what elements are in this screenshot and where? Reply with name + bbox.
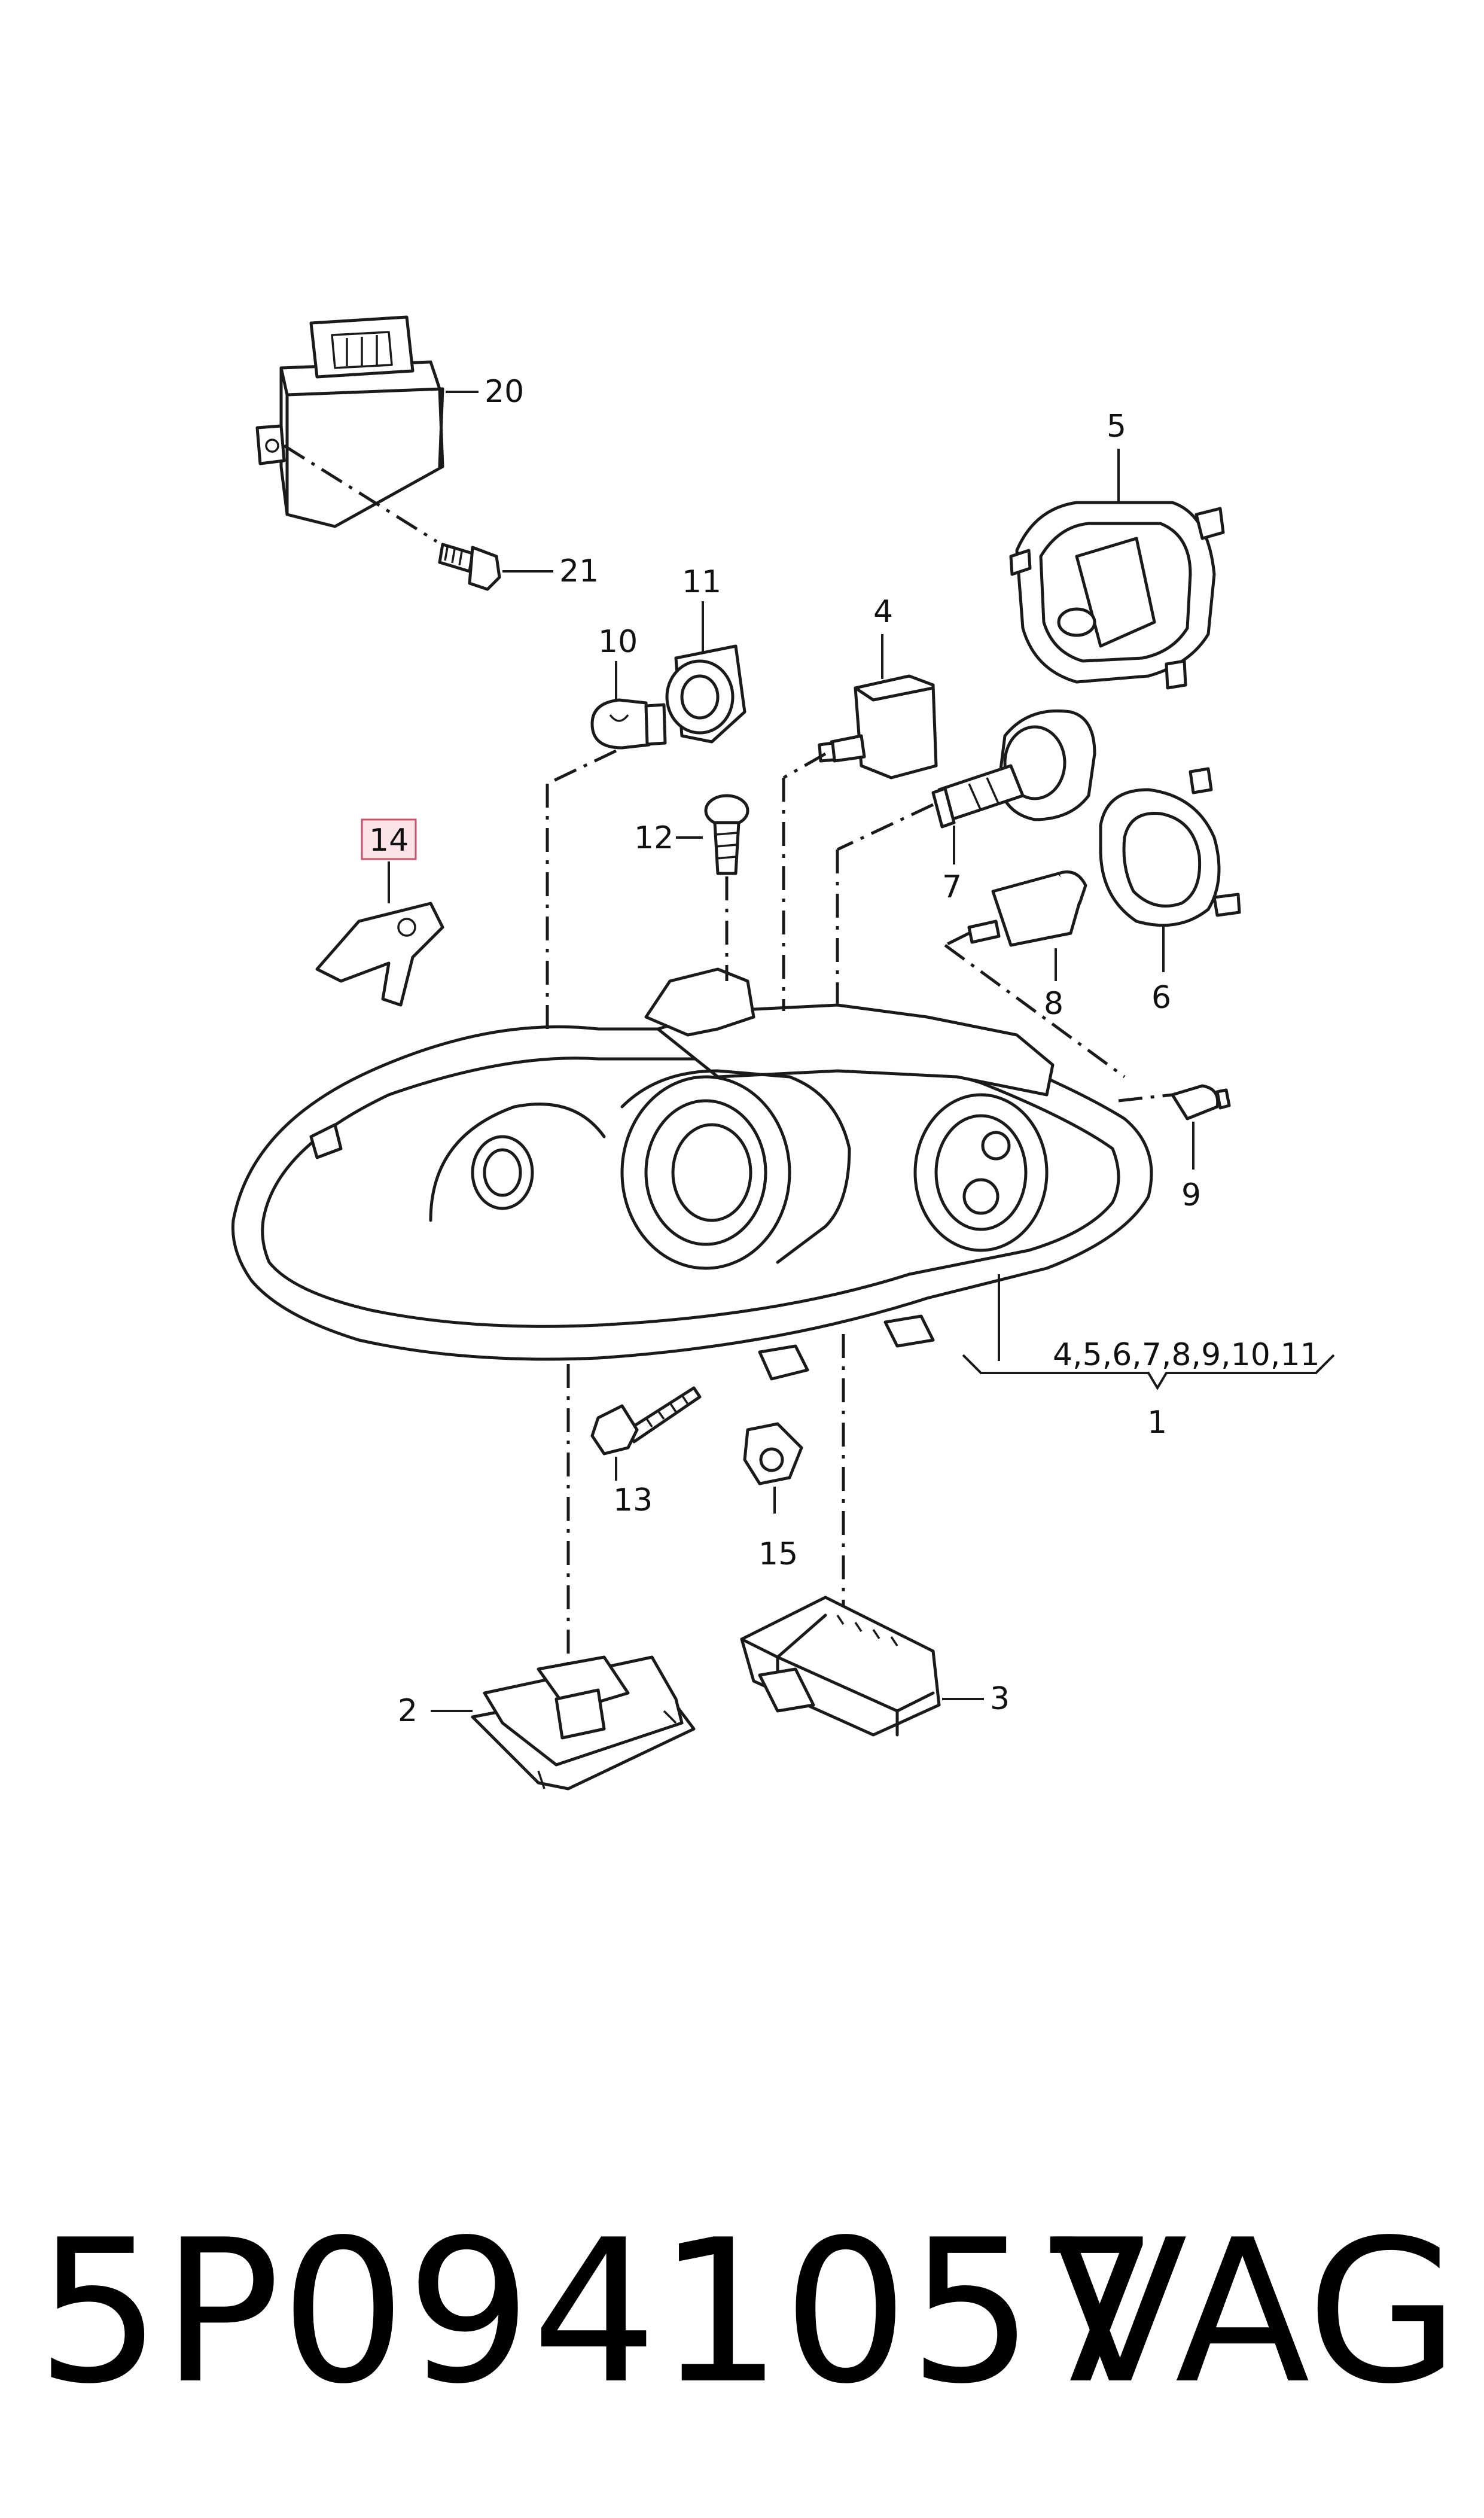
- part-15-clip[interactable]: [743, 1422, 803, 1485]
- callout-group[interactable]: 4,5,6,7,8,9,10,11: [1053, 1337, 1320, 1373]
- callout-10[interactable]: 10: [598, 624, 638, 660]
- part-12-screw[interactable]: [704, 794, 749, 875]
- callout-13[interactable]: 13: [613, 1482, 653, 1518]
- callout-3[interactable]: 3: [990, 1681, 1010, 1717]
- part-10-bulb[interactable]: [590, 698, 667, 750]
- assembly-line-4: [782, 752, 827, 780]
- part-number: 5P0941057: [36, 2197, 1160, 2427]
- callout-12[interactable]: 12: [634, 820, 674, 856]
- callout-2[interactable]: 2: [398, 1693, 418, 1729]
- assembly-line-9: [1118, 1093, 1173, 1103]
- part-5-housing-cover[interactable]: [1009, 501, 1225, 690]
- callout-11[interactable]: 11: [682, 564, 721, 600]
- part-14-bracket[interactable]: [315, 902, 444, 1007]
- callout-4[interactable]: 4: [873, 594, 893, 630]
- callout-21[interactable]: 21: [559, 553, 599, 589]
- callout-14[interactable]: 14: [369, 823, 409, 858]
- part-21-screw[interactable]: [438, 543, 501, 591]
- callout-7[interactable]: 7: [942, 869, 962, 905]
- part-6-retaining-ring[interactable]: [1099, 767, 1241, 927]
- part-13-bolt[interactable]: [590, 1386, 702, 1456]
- assembly-line-20-21: [283, 444, 438, 543]
- callout-8[interactable]: 8: [1044, 986, 1064, 1022]
- part-20-control-unit[interactable]: [255, 315, 444, 528]
- callout-14-highlight: [361, 818, 417, 860]
- assembly-line-10: [546, 749, 617, 785]
- part-8-bulb-holder[interactable]: [967, 870, 1087, 947]
- part-1-headlight-assembly[interactable]: [231, 967, 1153, 1381]
- callout-6[interactable]: 6: [1151, 980, 1171, 1016]
- callout-1[interactable]: 1: [1147, 1405, 1167, 1441]
- brand-name: VAG: [1052, 2197, 1459, 2427]
- assembly-line-8: [944, 931, 970, 947]
- assembly-line-8b: [944, 943, 1126, 1079]
- part-9-small-bulb[interactable]: [1171, 1084, 1231, 1121]
- part-7-xenon-bulb[interactable]: [931, 709, 1096, 829]
- callout-5[interactable]: 5: [1107, 409, 1126, 444]
- group-bracket-1: [962, 1354, 1335, 1390]
- part-4-actuator[interactable]: [818, 674, 938, 780]
- callout-20[interactable]: 20: [484, 374, 524, 410]
- callout-15[interactable]: 15: [758, 1536, 798, 1572]
- part-3-control-module[interactable]: [740, 1596, 941, 1737]
- part-11-socket[interactable]: [665, 644, 746, 744]
- assembly-line-7: [836, 803, 934, 851]
- callout-9[interactable]: 9: [1181, 1177, 1201, 1213]
- part-2-ballast[interactable]: [471, 1655, 696, 1791]
